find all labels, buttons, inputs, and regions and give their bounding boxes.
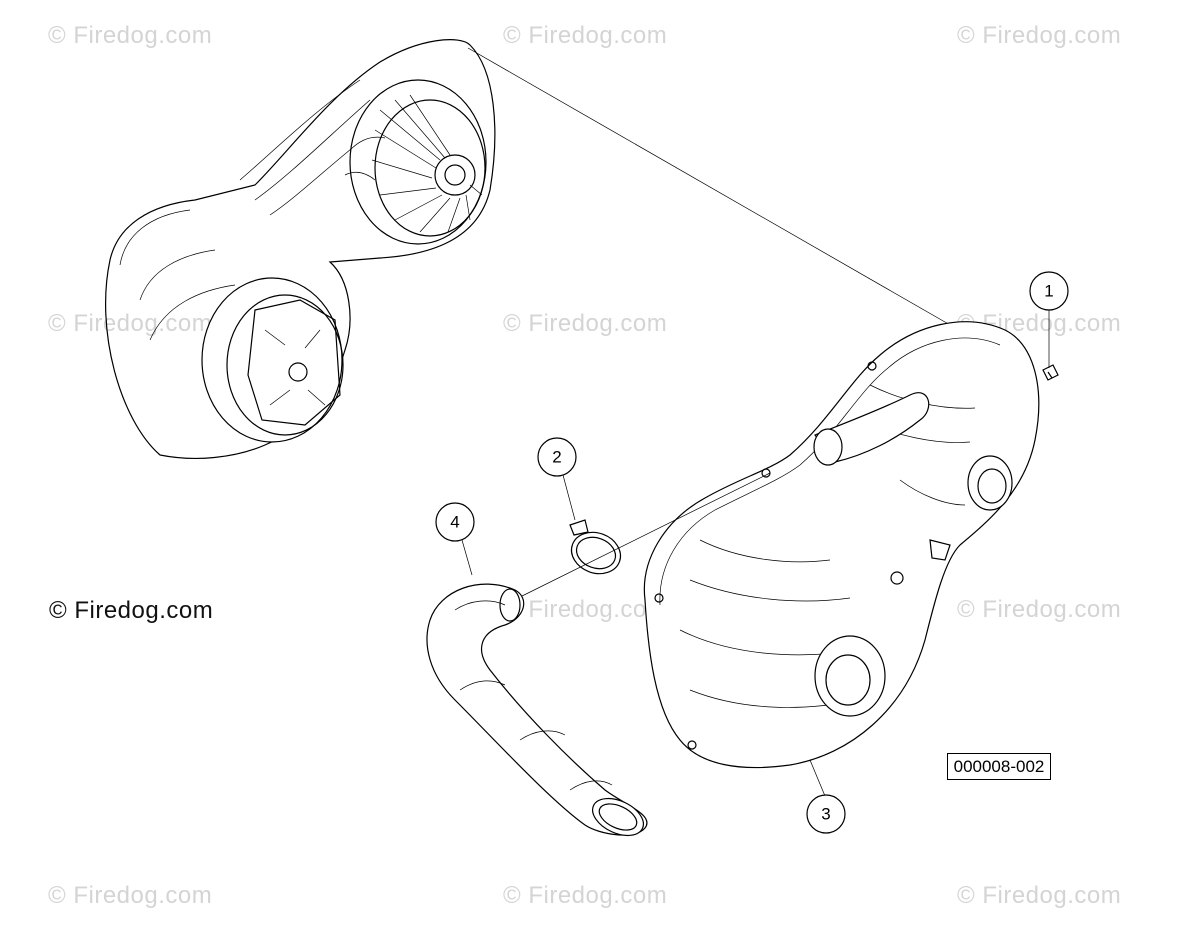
- intake-duct-illustration: [426, 583, 648, 837]
- screw-illustration: [1042, 364, 1059, 381]
- callout-leader: [562, 474, 576, 521]
- watermark: © Firedog.com: [957, 882, 1122, 909]
- watermark: © Firedog.com: [48, 310, 213, 337]
- watermark: © Firedog.com: [503, 596, 668, 623]
- watermark: © Firedog.com: [503, 22, 668, 49]
- copyright-label: © Firedog.com: [49, 597, 214, 624]
- hose-clamp-illustration: [569, 519, 622, 575]
- callout-label: 3: [821, 805, 830, 824]
- callout-label: 4: [450, 513, 459, 532]
- callout-label: 1: [1044, 282, 1053, 301]
- clutch-cover-illustration: [643, 321, 1040, 769]
- watermark: © Firedog.com: [503, 310, 668, 337]
- watermark: © Firedog.com: [957, 596, 1122, 623]
- watermark: © Firedog.com: [48, 882, 213, 909]
- callout-4: 4: [435, 502, 475, 542]
- callout-leader: [461, 539, 473, 576]
- callout-1: 1: [1029, 271, 1069, 311]
- callout-3: 3: [806, 794, 846, 834]
- callout-label: 2: [552, 448, 561, 467]
- watermark: © Firedog.com: [503, 882, 668, 909]
- watermark: © Firedog.com: [957, 22, 1122, 49]
- leader-line: [467, 47, 986, 346]
- leader-line: [517, 472, 771, 599]
- watermark: © Firedog.com: [48, 22, 213, 49]
- callout-leader: [809, 759, 826, 797]
- diagram-code: 000008-002: [947, 753, 1051, 780]
- callout-2: 2: [537, 437, 577, 477]
- inner-housing-illustration: [105, 39, 496, 459]
